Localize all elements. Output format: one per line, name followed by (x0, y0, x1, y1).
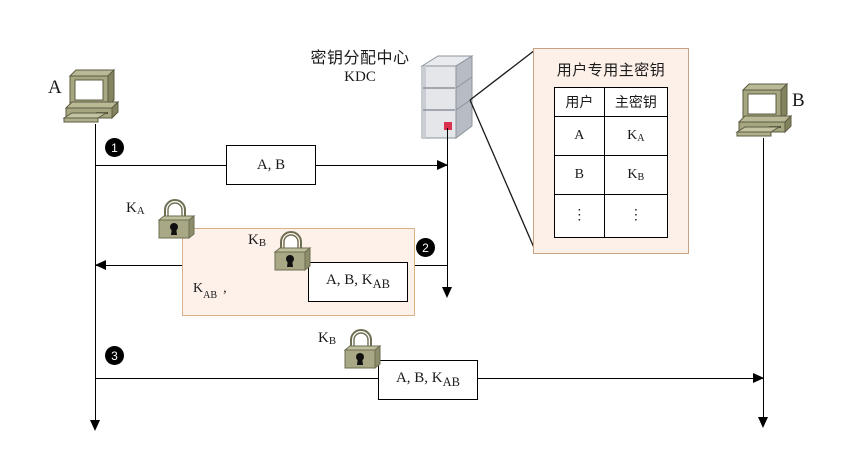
step1-message-box: A, B (226, 145, 316, 185)
callout-connector-lines (469, 49, 536, 251)
padlock-kb-step3-svg (343, 329, 382, 370)
step1-arrowhead (437, 160, 448, 170)
computer-icon (62, 68, 120, 131)
table-cell-key-ellipsis: ⋮ (603, 194, 669, 238)
step2-inner-message-box: A, B, KAB (308, 262, 408, 302)
lifeline-kdc (447, 128, 448, 290)
step2-inner-message-text: A, B, KAB (325, 272, 391, 291)
table-header-key: 主密钥 (603, 87, 669, 117)
table-cell-key-b: KB (603, 155, 669, 195)
step2-session-key-text: KAB, (193, 281, 227, 301)
table-header-row: 用户 主密钥 (554, 87, 669, 117)
kdc-title-english: KDC (344, 69, 376, 85)
step-marker-1: 1 (105, 138, 124, 157)
lifeline-a-arrowhead (90, 420, 100, 431)
kdc-title-chinese: 密钥分配中心 (310, 48, 410, 67)
table-row: A KA (554, 116, 669, 156)
step-marker-2: 2 (416, 238, 435, 257)
computer-icon-a-svg (62, 68, 120, 123)
step2-arrowhead (95, 260, 106, 270)
step2-inner-key-label: KB (248, 232, 267, 249)
padlock-icon (152, 196, 200, 249)
padlock-icon (268, 228, 316, 281)
master-key-callout-panel: 用户专用主密钥 用户 主密钥 A KA B KB ⋮ ⋮ (533, 48, 689, 254)
table-cell-user-ellipsis: ⋮ (554, 194, 605, 238)
lifeline-b (763, 138, 764, 420)
server-icon-svg (420, 55, 474, 139)
padlock-kb-inner-svg (273, 231, 312, 272)
callout-title: 用户专用主密钥 (556, 61, 666, 79)
server-icon (418, 52, 474, 147)
kdc-caption: 密钥分配中心 KDC (300, 48, 420, 87)
step3-message-text: A, B, KAB (395, 370, 461, 389)
table-cell-user-a: A (554, 116, 605, 156)
table-row: ⋮ ⋮ (554, 194, 669, 238)
padlock-ka-svg (157, 199, 196, 240)
computer-icon-b-svg (735, 82, 793, 137)
step2-outer-key-label: KA (126, 200, 145, 217)
step3-key-label: KB (318, 330, 337, 347)
lifeline-a (95, 124, 96, 424)
step-marker-3: 3 (105, 346, 124, 365)
computer-icon (735, 82, 793, 145)
master-key-table: 用户 主密钥 A KA B KB ⋮ ⋮ (554, 87, 669, 238)
padlock-icon (338, 326, 386, 379)
table-cell-user-b: B (554, 155, 605, 195)
lifeline-b-arrowhead (758, 417, 768, 428)
table-cell-key-a: KA (603, 116, 669, 156)
node-label-b: B (792, 90, 805, 111)
step3-arrowhead (753, 373, 764, 383)
step3-message-box: A, B, KAB (378, 360, 478, 400)
lifeline-kdc-arrowhead (442, 287, 452, 298)
node-label-a: A (48, 77, 62, 98)
table-header-user: 用户 (554, 87, 605, 117)
table-row: B KB (554, 155, 669, 195)
